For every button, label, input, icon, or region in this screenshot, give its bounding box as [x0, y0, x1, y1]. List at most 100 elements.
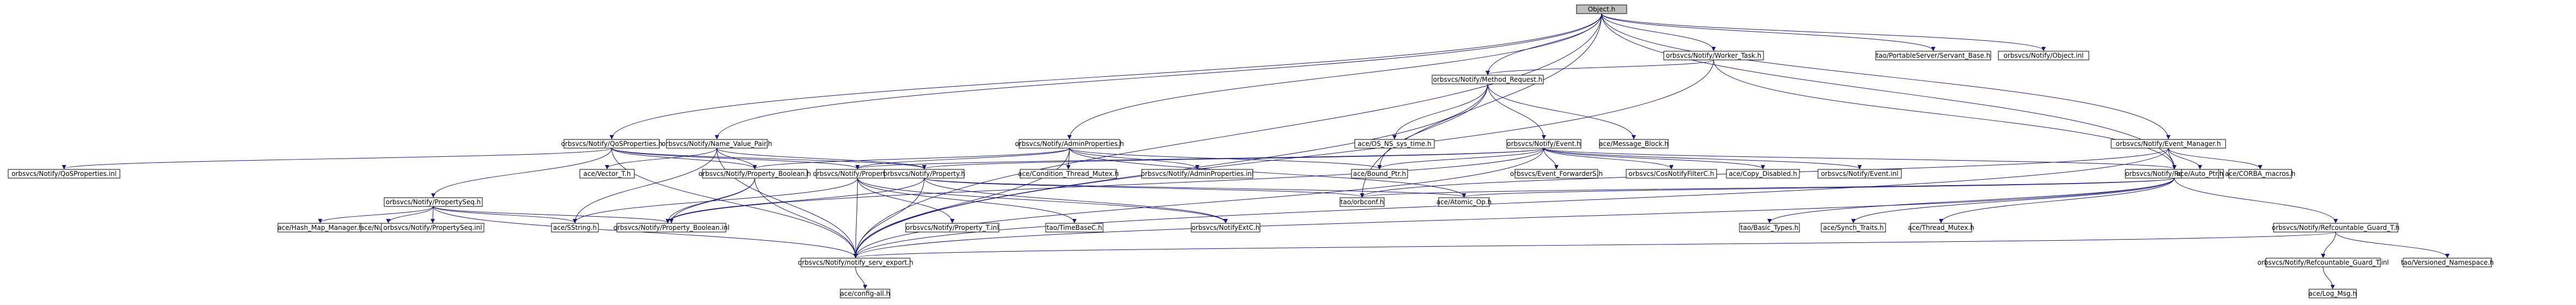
node-label: tao/Basic_Types.h: [1741, 224, 1798, 231]
node-box: [840, 289, 890, 298]
node-n45[interactable]: tao/Versioned_Namespace.h: [2401, 258, 2494, 267]
node-box: [1817, 169, 1902, 179]
node-box: [8, 169, 120, 179]
node-n38[interactable]: orbsvcs/NotifyExtC.h: [1191, 223, 1260, 233]
edge-n0-n1: [1601, 13, 1716, 51]
node-label: orbsvcs/Notify/QoSProperties.inl: [11, 170, 117, 178]
edge-n27-n31: [386, 206, 434, 223]
edge-n7-n14: [753, 148, 1070, 169]
node-n10[interactable]: ace/Message_Block.h: [1599, 139, 1669, 149]
node-n0[interactable]: Object.h: [1576, 4, 1627, 14]
edge-n9-n16: [922, 148, 1544, 169]
node-n46[interactable]: ace/config-all.h: [840, 289, 890, 298]
node-n8[interactable]: ace/OS_NS_sys_time.h: [1354, 139, 1435, 149]
node-label: orbsvcs/Notify/Refcountable_Guard_T.inl: [2257, 259, 2389, 266]
edge-n7-n43: [853, 148, 1070, 258]
node-n42[interactable]: orbsvcs/Notify/Refcountable_Guard_T.h: [2272, 223, 2400, 233]
node-n4[interactable]: orbsvcs/Notify/Method_Request.h: [1432, 75, 1544, 84]
edge-n9-n21: [1543, 148, 1674, 169]
edge-n1-n4: [1486, 59, 1714, 75]
node-n29[interactable]: ace/Atomic_Op.h: [1437, 197, 1492, 207]
node-label: orbsvcs/Notify/Worker_Task.h: [1666, 52, 1761, 59]
node-box: [551, 223, 599, 233]
edge-n11-n25: [2168, 148, 2202, 169]
node-n14[interactable]: orbsvcs/Notify/Property_Boolean.h: [699, 169, 811, 179]
edge-n44-n47: [2323, 266, 2335, 289]
node-label: orbsvcs/Notify/Property_Boolean.h: [699, 170, 811, 178]
node-n41[interactable]: ace/Thread_Mutex.h: [1908, 223, 1974, 233]
node-n33[interactable]: ace/SString.h: [551, 223, 599, 233]
edge-n11-n26: [2168, 148, 2263, 169]
node-n43[interactable]: orbsvcs/Notify/notify_serv_export.h: [798, 258, 913, 267]
edge-n24-n41: [1939, 178, 2175, 223]
edge-n15-n43: [853, 178, 858, 258]
node-label: ace/Bound_Ptr.h: [1353, 170, 1406, 178]
node-n2[interactable]: tao/PortableServer/Servant_Base.h: [1875, 51, 1991, 60]
node-label: orbsvcs/Notify/AdminProperties.h: [1015, 140, 1124, 148]
node-box: [1576, 4, 1627, 14]
node-box: [2308, 289, 2357, 298]
node-label: orbsvcs/Notify/Property_Boolean.inl: [613, 224, 729, 231]
node-n47[interactable]: ace/Log_Msg.h: [2308, 289, 2357, 298]
edge-n24-n40: [1851, 178, 2175, 223]
edge-n6-n33: [573, 148, 717, 223]
node-label: orbsvcs/Notify/Event.inl: [1821, 170, 1898, 178]
node-n6[interactable]: orbsvcs/Notify/Name_Value_Pair.h: [662, 139, 772, 149]
node-n3[interactable]: orbsvcs/Notify/Object.inl: [1998, 51, 2089, 60]
node-label: orbsvcs/Notify/QoSProperties.h: [561, 140, 662, 148]
node-label: tao/PortableServer/Servant_Base.h: [1876, 52, 1991, 59]
node-label: ace/Message_Block.h: [1599, 140, 1669, 148]
node-label: ace/Synch_Traits.h: [1823, 224, 1883, 231]
node-n20[interactable]: orbsvcs/Event_ForwarderS.h: [1510, 169, 1603, 179]
node-n16[interactable]: orbsvcs/Notify/Property.h: [883, 169, 965, 179]
node-n18[interactable]: orbsvcs/Notify/AdminProperties.inl: [1141, 169, 1254, 179]
node-label: orbsvcs/Notify/PropertySeq.h: [386, 198, 481, 206]
edge-n0-n43: [853, 13, 1602, 258]
node-n22[interactable]: ace/Copy_Disabled.h: [1726, 169, 1800, 179]
edge-n0-n5: [609, 13, 1602, 139]
edge-n27-n34: [433, 206, 670, 223]
node-box: [1141, 169, 1253, 179]
node-n25[interactable]: ace/Auto_Ptr.h: [2177, 169, 2223, 179]
node-n13[interactable]: ace/Vector_T.h: [579, 169, 635, 179]
node-n1[interactable]: orbsvcs/Notify/Worker_Task.h: [1663, 51, 1764, 60]
node-label: ace/CORBA_macros.h: [2225, 170, 2295, 178]
edge-n9-n22: [1543, 148, 1765, 169]
node-n9[interactable]: orbsvcs/Notify/Event.h: [1506, 139, 1581, 149]
node-n12[interactable]: orbsvcs/Notify/QoSProperties.inl: [8, 169, 120, 179]
node-n32[interactable]: orbsvcs/Notify/PropertySeq.inl: [381, 223, 484, 233]
node-n7[interactable]: orbsvcs/Notify/AdminProperties.h: [1015, 139, 1124, 149]
node-box: [2265, 258, 2381, 267]
node-n26[interactable]: ace/CORBA_macros.h: [2225, 169, 2295, 179]
edge-n15-n36: [857, 178, 955, 223]
node-n40[interactable]: ace/Synch_Traits.h: [1821, 223, 1886, 233]
edge-n7-n15: [855, 148, 1070, 169]
node-n37[interactable]: tao/TimeBaseC.h: [1045, 223, 1104, 233]
node-box: [2111, 139, 2226, 149]
edge-n9-n24: [1543, 148, 2177, 169]
node-n21[interactable]: orbsvcs/CosNotifyFilterC.h: [1626, 169, 1717, 179]
node-n5[interactable]: orbsvcs/Notify/QoSProperties.h: [561, 139, 663, 149]
node-n11[interactable]: orbsvcs/Notify/Event_Manager.h: [2111, 139, 2226, 149]
node-n35[interactable]: orbsvcs/Notify/Property_Boolean.inl: [613, 223, 730, 233]
node-n23[interactable]: orbsvcs/Notify/Event.inl: [1817, 169, 1902, 179]
node-n15[interactable]: orbsvcs/Notify/Property_T.h: [813, 169, 902, 179]
node-n27[interactable]: orbsvcs/Notify/PropertySeq.h: [384, 197, 483, 207]
edge-n15-n38: [857, 178, 1228, 223]
node-n19[interactable]: ace/Bound_Ptr.h: [1351, 169, 1408, 179]
edge-n9-n15: [855, 148, 1544, 169]
node-label: orbsvcs/Notify/Property_T.h: [813, 170, 902, 178]
edge-n6-n13: [605, 148, 717, 169]
node-label: ace/Copy_Disabled.h: [1729, 170, 1797, 178]
edge-n6-n16: [717, 148, 926, 169]
node-n30[interactable]: ace/Hash_Map_Manager.h: [277, 223, 363, 233]
node-n44[interactable]: orbsvcs/Notify/Refcountable_Guard_T.inl: [2257, 258, 2389, 267]
node-n36[interactable]: orbsvcs/Notify/Property_T.inl: [905, 223, 999, 233]
node-n17[interactable]: ace/Condition_Thread_Mutex.h: [1018, 169, 1119, 179]
node-label: orbsvcs/NotifyExtC.h: [1192, 224, 1260, 231]
node-n28[interactable]: tao/orbconf.h: [1339, 197, 1385, 207]
edge-n14-n34: [665, 178, 755, 223]
edge-n24-n39: [1767, 178, 2175, 223]
node-n39[interactable]: tao/Basic_Types.h: [1739, 223, 1800, 233]
